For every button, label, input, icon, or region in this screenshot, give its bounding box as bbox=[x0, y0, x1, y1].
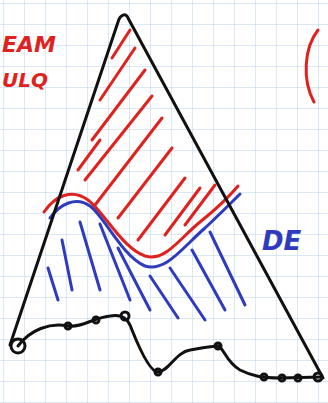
red-label: ULQ bbox=[2, 70, 48, 90]
profile-points bbox=[11, 312, 322, 381]
triangle-outline bbox=[10, 15, 323, 378]
terrain-profile bbox=[18, 316, 322, 378]
red-label: EAM bbox=[2, 34, 56, 56]
blue-hatching bbox=[48, 222, 245, 320]
blue-label: DE bbox=[262, 228, 301, 254]
red-curve bbox=[44, 186, 238, 257]
red-bracket bbox=[306, 30, 318, 102]
blue-curve bbox=[50, 194, 240, 267]
